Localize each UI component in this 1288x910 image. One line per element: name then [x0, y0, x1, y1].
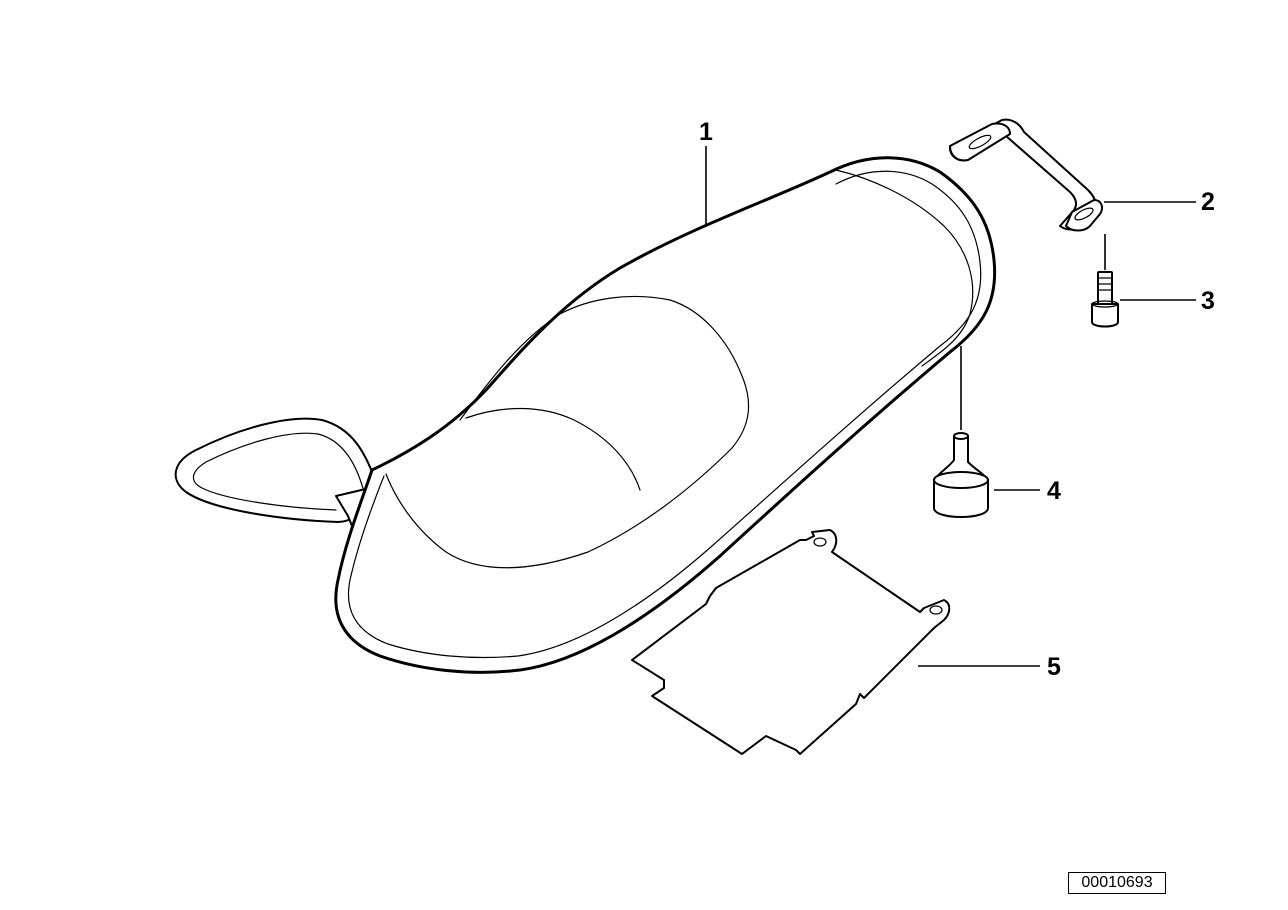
buffer-base-top: [933, 471, 989, 489]
callout-4: 4: [1047, 477, 1061, 505]
plate[interactable]: [631, 529, 951, 755]
bracket-top-tab: [949, 122, 1011, 162]
callout-3: 3: [1201, 287, 1215, 315]
seat[interactable]: [174, 156, 997, 674]
bolt[interactable]: [1091, 271, 1119, 328]
seat-rider-seam: [385, 295, 750, 569]
rubber-buffer[interactable]: [933, 432, 989, 518]
plate-body: [631, 529, 951, 755]
seat-base-outline: [334, 156, 997, 674]
bracket[interactable]: [949, 118, 1103, 232]
bolt-head: [1091, 303, 1119, 328]
bracket-slot-bottom: [1074, 207, 1094, 221]
callout-1: 1: [699, 118, 713, 146]
seat-passenger-seam: [465, 407, 641, 491]
seat-strap-loop-inner: [192, 432, 365, 511]
plate-hole-left: [813, 537, 827, 547]
callout-2: 2: [1201, 188, 1215, 216]
plate-hole-right: [929, 605, 943, 615]
bracket-bottom-tab: [1065, 199, 1103, 232]
buffer-base: [933, 479, 989, 518]
reference-code-box: 00010693: [1068, 872, 1166, 894]
bolt-shaft: [1097, 271, 1113, 305]
callout-5: 5: [1047, 653, 1061, 681]
bracket-slot-top: [968, 134, 992, 150]
seat-top-ridge: [835, 169, 974, 367]
buffer-pin-top: [953, 432, 969, 440]
bolt-head-top: [1091, 300, 1119, 308]
seat-rim-line: [347, 170, 982, 659]
